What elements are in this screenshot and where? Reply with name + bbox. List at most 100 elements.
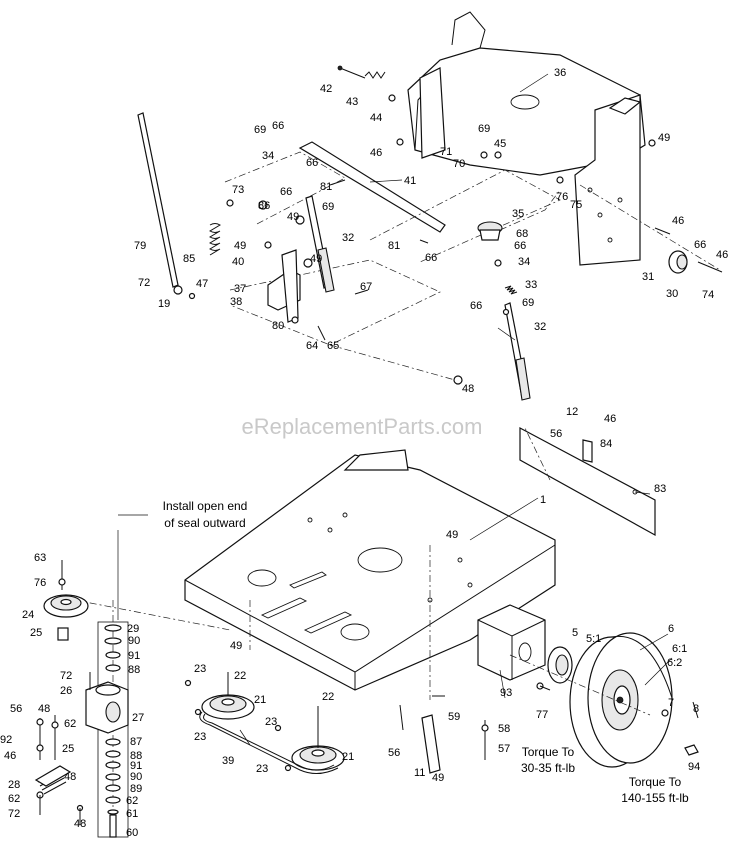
callout: 48: [74, 818, 86, 830]
callout: 74: [702, 289, 714, 301]
callout: 34: [262, 150, 274, 162]
callout: 48: [38, 703, 50, 715]
callout: 46: [370, 147, 382, 159]
callout: 94: [688, 761, 700, 773]
callout: 87: [130, 736, 142, 748]
callout: 89: [130, 783, 142, 795]
upper-frame-assembly: [137, 11, 723, 401]
callout: 21: [254, 694, 266, 706]
callout: 66: [470, 300, 482, 312]
pulleys-belt: [184, 672, 345, 774]
callout: 75: [570, 199, 582, 211]
callout: 21: [342, 751, 354, 763]
callout: 88: [128, 664, 140, 676]
callout: 49: [446, 529, 458, 541]
callout: 72: [60, 670, 72, 682]
callout: 92: [0, 734, 12, 746]
callout: 73: [232, 184, 244, 196]
callout: 59: [448, 711, 460, 723]
callout: 77: [536, 709, 548, 721]
callout: 6:1: [672, 643, 687, 655]
callout: 69: [254, 124, 266, 136]
callout: 62: [126, 795, 138, 807]
callout: 91: [130, 760, 142, 772]
callout: 7: [668, 697, 674, 709]
callout: 23: [194, 663, 206, 675]
callout: 35: [512, 208, 524, 220]
callout: 37: [234, 283, 246, 295]
callout: 5: [572, 627, 578, 639]
callout: 71: [440, 146, 452, 158]
callout: 32: [342, 232, 354, 244]
callout: 66: [425, 252, 437, 264]
callout: 34: [518, 256, 530, 268]
callout: 6: [668, 623, 674, 635]
callout: 43: [346, 96, 358, 108]
callout: 42: [320, 83, 332, 95]
callout: 25: [62, 743, 74, 755]
callout: 44: [370, 112, 382, 124]
leader-lines: [239, 73, 673, 746]
callout: 76: [556, 191, 568, 203]
callout: 93: [500, 687, 512, 699]
callout: 38: [230, 296, 242, 308]
callout: 19: [158, 298, 170, 310]
callout: 23: [256, 763, 268, 775]
callout: 67: [360, 281, 372, 293]
callout: 69: [522, 297, 534, 309]
callout: 69: [478, 123, 490, 135]
callout: 46: [604, 413, 616, 425]
callout: 46: [716, 249, 728, 261]
callout: 48: [64, 771, 76, 783]
callout: 1: [540, 494, 546, 506]
callout: 29: [127, 623, 139, 635]
callout: 90: [130, 771, 142, 783]
callout: 76: [34, 577, 46, 589]
callout: 61: [126, 808, 138, 820]
callout: 45: [494, 138, 506, 150]
callout: 69: [322, 201, 334, 213]
callout: 62: [8, 793, 20, 805]
callouts: 1 5 5:1 6 6:1 6:2 7 8 11 12 19 21 21 22 …: [0, 67, 728, 839]
callout: 80: [272, 320, 284, 332]
callout: 49: [310, 253, 322, 265]
callout: 8: [693, 703, 699, 715]
callout: 12: [566, 406, 578, 418]
callout: 46: [672, 215, 684, 227]
callout: 85: [183, 253, 195, 265]
callout: 23: [194, 731, 206, 743]
callout: 70: [453, 158, 465, 170]
callout: 30: [666, 288, 678, 300]
callout: 49: [287, 211, 299, 223]
callout: 11: [414, 767, 425, 779]
callout: 26: [60, 685, 72, 697]
callout: 31: [642, 271, 654, 283]
callout: 72: [138, 277, 150, 289]
callout: 60: [126, 827, 138, 839]
callout: 48: [462, 383, 474, 395]
callout: 32: [534, 321, 546, 333]
callout: 81: [320, 181, 332, 193]
callout: 66: [306, 157, 318, 169]
watermark: eReplacementParts.com: [242, 414, 483, 439]
callout: 64: [306, 340, 318, 352]
torque-note-2-line2: 140-155 ft-lb: [621, 791, 689, 805]
callout: 65: [327, 340, 339, 352]
main-deck-frame: [184, 427, 656, 700]
callout: 49: [658, 132, 670, 144]
callout: 91: [128, 650, 140, 662]
callout: 22: [234, 670, 246, 682]
callout: 84: [600, 438, 612, 450]
callout: 66: [272, 120, 284, 132]
callout: 49: [234, 240, 246, 252]
callout: 40: [232, 256, 244, 268]
callout: 66: [694, 239, 706, 251]
callout: 33: [525, 279, 537, 291]
wheel-assembly: [399, 632, 699, 774]
callout: 24: [22, 609, 34, 621]
callout: 6:2: [667, 657, 682, 669]
seal-note-line1: Install open end: [163, 499, 248, 513]
callout: 81: [388, 240, 400, 252]
callout: 41: [404, 175, 416, 187]
